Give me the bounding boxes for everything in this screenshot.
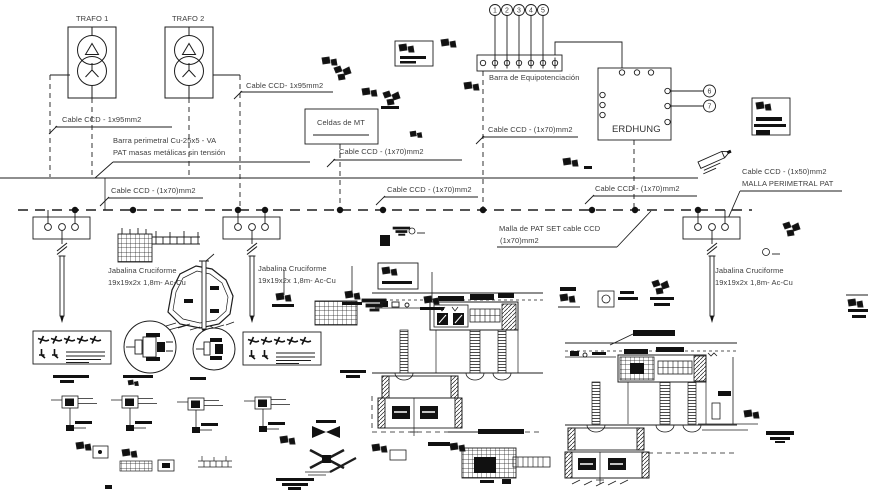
label-cable-ccd95-right: Cable CCD- 1x95mm2 [246,81,324,90]
terminal-number: 5 [541,8,545,15]
label-cable-ccd70-right: Cable CCD - (1x70)mm2 [595,184,680,193]
jabalina-left-label-1: Jabalina Cruciforme [108,266,177,275]
substation-section-right [564,330,737,487]
label-barra-perimetral-2: PAT masas metálicas sin tensión [113,148,226,157]
label-barra-perimetral-1: Barra perimetral Cu-25x5 - VA [113,136,217,145]
annotation-stamps-top [321,38,868,318]
annotation-details-midrow [272,262,674,310]
annotation-details-bottom [50,370,794,490]
trafo2-label: TRAFO 2 [172,14,205,23]
terminal-number: 4 [529,8,533,15]
erdhung-label: ERDHUNG [612,124,661,135]
jabalina-right-label-2: 19x19x2x 1,8m- Ac-Cu [715,278,793,287]
label-leader-lines [48,90,842,248]
jabalina-mid-label-2: 19x19x2x 1,8m- Ac-Cu [258,276,336,285]
bus-junction-dots [71,206,702,214]
substation-section-center [371,292,543,436]
label-malla-pat-2: (1x70)mm2 [500,236,539,245]
ground-mesh-bus-dashed [18,206,752,214]
terminal-number: 7 [708,104,712,111]
terminal-circles-6-7: 6 7 [703,84,716,113]
celdas-mt-label: Celdas de MT [317,118,365,127]
jabalina-right-label-1: Jabalina Cruciforme [715,266,784,275]
terminal-number: 1 [493,8,497,15]
callout-circle-left [123,320,177,374]
trafo1-label: TRAFO 1 [76,14,109,23]
earth-electrode-left [32,209,91,324]
label-cable-ccd95-left: Cable CCD - 1x95mm2 [62,115,142,124]
jabalina-mid-label-1: Jabalina Cruciforme [258,264,327,273]
symbol-legend-box-left [33,331,111,364]
equipotential-bar-label: Barra de Equipotenciación [489,73,580,82]
callout-circle-right [192,327,236,371]
terminal-number: 6 [708,89,712,96]
equipotential-bar [476,15,623,209]
terminal-number: 2 [505,8,509,15]
label-cable-ccd70-left: Cable CCD - (1x70)mm2 [111,186,196,195]
ground-grid-plan-detail [428,429,551,483]
celdas-mt-box [304,108,379,209]
jabalina-left-label-2: 19x19x2x 1,8m- Ac-Cu [108,278,186,287]
label-malla-pat-1: Malla de PAT SET cable CCD [499,224,601,233]
label-cable-ccd70-mid: Cable CCD - (1x70)mm2 [387,185,472,194]
transformer-1-symbol [49,26,117,177]
label-cable-ccd70-celdas: Cable CCD - (1x70)mm2 [339,147,424,156]
transformer-2-symbol [164,26,241,209]
label-cable-ccd50: Cable CCD - (1x50)mm2 [742,167,827,176]
symbol-legend-box-mid [243,332,321,365]
label-cable-ccd70-equipot: Cable CCD - (1x70)mm2 [488,125,573,134]
terminal-number: 3 [517,8,521,15]
terminal-circles-1-5: 1 2 3 4 5 [489,4,549,16]
label-malla-perimetral: MALLA PERIMETRAL PAT [742,179,834,188]
ground-mesh-detail [117,228,200,263]
erdhung-box [597,67,703,209]
